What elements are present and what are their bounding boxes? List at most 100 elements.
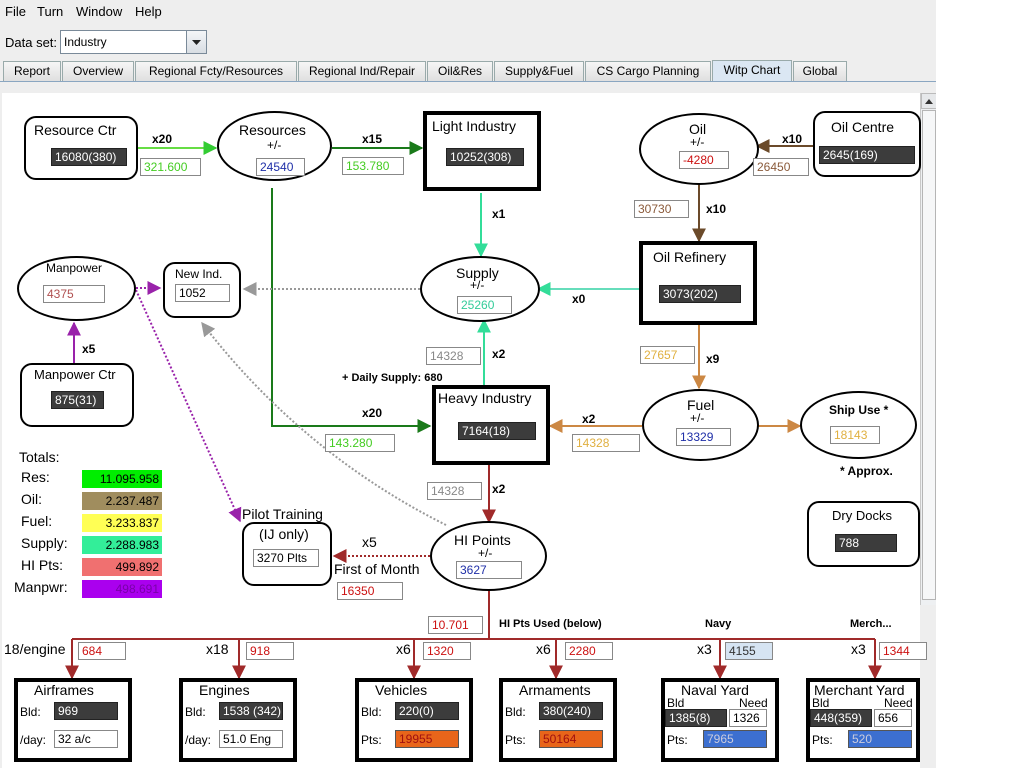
hi-points-sub: +/- <box>478 546 493 560</box>
production-hi-used: 2280 <box>565 642 613 660</box>
production-title: Merchant Yard <box>814 682 905 698</box>
light-industry-node: Light Industry 10252(308) <box>423 111 541 191</box>
production-hi-used: 918 <box>246 642 294 660</box>
totals-value: 11.095.958 <box>82 470 162 488</box>
totals-title: Totals: <box>19 449 60 465</box>
tab-oil-res[interactable]: Oil&Res <box>427 61 493 82</box>
tab-regional-fcty-resources[interactable]: Regional Fcty/Resources <box>135 61 297 82</box>
tab-report[interactable]: Report <box>3 61 61 82</box>
flow-res-hi-mult: x20 <box>362 406 383 420</box>
tab-regional-ind-repair[interactable]: Regional Ind/Repair <box>298 61 426 82</box>
oil-node: Oil +/- -4280 <box>639 113 759 185</box>
oil-refinery-title: Oil Refinery <box>653 249 727 265</box>
totals-value: 2.288.983 <box>82 536 162 554</box>
production-title: Naval Yard <box>681 682 749 698</box>
resources-sub: +/- <box>267 138 282 152</box>
chevron-down-icon <box>192 40 201 45</box>
tab-global[interactable]: Global <box>793 61 847 82</box>
tab-cs-cargo-planning[interactable]: CS Cargo Planning <box>585 61 711 82</box>
ship-use-title: Ship Use * <box>829 403 889 417</box>
flow-rc-res-value: 321.600 <box>140 158 201 176</box>
production-hi-used: 4155 <box>725 642 773 660</box>
supply-sub: +/- <box>470 278 485 292</box>
totals-value: 2.237.487 <box>82 492 162 510</box>
oil-refinery-node: Oil Refinery 3073(202) <box>639 241 757 325</box>
production-second-label: Pts: <box>667 733 688 747</box>
production-bld-value: 448(359) <box>810 709 872 727</box>
production-need-header: Need <box>884 696 913 710</box>
flow-hi-hip-value: 14328 <box>427 482 482 500</box>
fuel-node: Fuel +/- 13329 <box>642 389 759 461</box>
production-hi-used: 684 <box>78 642 126 660</box>
production-multiplier: x3 <box>697 641 712 657</box>
flow-arrows <box>65 139 882 680</box>
flow-res-hi-value: 143.280 <box>325 434 395 452</box>
pilot-training-sub: (IJ only) <box>259 526 309 542</box>
manpower-value: 4375 <box>43 285 105 303</box>
dry-docks-value: 788 <box>835 534 897 552</box>
production-hi-used: 1344 <box>879 642 927 660</box>
production-bld-value: 380(240) <box>539 702 603 720</box>
dataset-dropdown-button[interactable] <box>186 31 206 53</box>
oil-title: Oil <box>689 121 707 137</box>
oil-centre-title: Oil Centre <box>831 119 895 135</box>
production-title: Vehicles <box>375 682 428 698</box>
ship-use-node: Ship Use * 18143 <box>800 391 917 459</box>
new-ind-title: New Ind. <box>175 267 223 281</box>
flow-hi-sup-mult: x2 <box>492 347 506 361</box>
production-hi-used: 1320 <box>423 642 471 660</box>
tab-overview[interactable]: Overview <box>62 61 134 82</box>
production-second-label: /day: <box>20 733 47 747</box>
heavy-industry-title: Heavy Industry <box>438 390 532 406</box>
hi-points-node: HI Points +/- 3627 <box>430 521 547 591</box>
pilot-training-node: (IJ only) 3270 Plts <box>242 522 332 586</box>
merch-label: Merch... <box>850 618 892 630</box>
production-bld-label: Bld: <box>185 705 206 719</box>
manpower-ctr-title: Manpower Ctr <box>34 367 116 382</box>
resource-ctr-node: Resource Ctr 16080(380) <box>24 116 138 180</box>
flow-hi-hip-mult: x2 <box>492 482 506 496</box>
production-second-value: 50164 <box>539 730 603 748</box>
production-multiplier: 18/engine <box>4 641 66 657</box>
tab-supply-fuel[interactable]: Supply&Fuel <box>494 61 584 82</box>
fuel-title: Fuel <box>687 397 715 413</box>
production-title: Engines <box>199 682 250 698</box>
manpower-ctr-node: Manpower Ctr 875(31) <box>20 363 134 427</box>
totals-label: Manpwr: <box>14 579 68 595</box>
production-second-label: Pts: <box>812 733 833 747</box>
production-bld-value: 220(0) <box>395 702 459 720</box>
production-need-header: Need <box>739 696 768 710</box>
scroll-up-button[interactable] <box>921 93 936 109</box>
heavy-industry-value: 7164(18) <box>458 422 536 440</box>
hi-used-label: HI Pts Used (below) <box>499 618 602 630</box>
flow-oc-oil-mult: x10 <box>782 132 803 146</box>
supply-title: Supply <box>456 265 499 281</box>
oil-value: -4280 <box>679 151 729 169</box>
scroll-thumb[interactable] <box>922 110 936 600</box>
hi-used-value: 10.701 <box>428 616 483 634</box>
production-bld-label: Bld: <box>20 705 41 719</box>
menu-turn[interactable]: Turn <box>37 4 64 19</box>
flow-hi-sup-value: 14328 <box>426 347 481 365</box>
totals-value: 3.233.837 <box>82 514 162 532</box>
flow-fuel-hi-mult: x2 <box>582 412 596 426</box>
hi-points-value: 3627 <box>456 561 522 579</box>
tab-witp-chart[interactable]: Witp Chart <box>712 60 792 82</box>
hi-points-title: HI Points <box>454 532 511 548</box>
dataset-select[interactable]: Industry <box>60 30 207 54</box>
vertical-scrollbar[interactable] <box>920 93 936 605</box>
production-multiplier: x6 <box>396 641 411 657</box>
first-of-month-note: First of Month <box>334 561 420 577</box>
menu-file[interactable]: File <box>5 4 26 19</box>
supply-value: 25260 <box>457 296 512 314</box>
flow-mp-mpctr-mult: x5 <box>82 342 96 356</box>
totals-label: HI Pts: <box>21 557 64 573</box>
menu-window[interactable]: Window <box>76 4 123 19</box>
menu-help[interactable]: Help <box>135 4 162 19</box>
production-multiplier: x3 <box>851 641 866 657</box>
totals-label: Supply: <box>21 535 68 551</box>
